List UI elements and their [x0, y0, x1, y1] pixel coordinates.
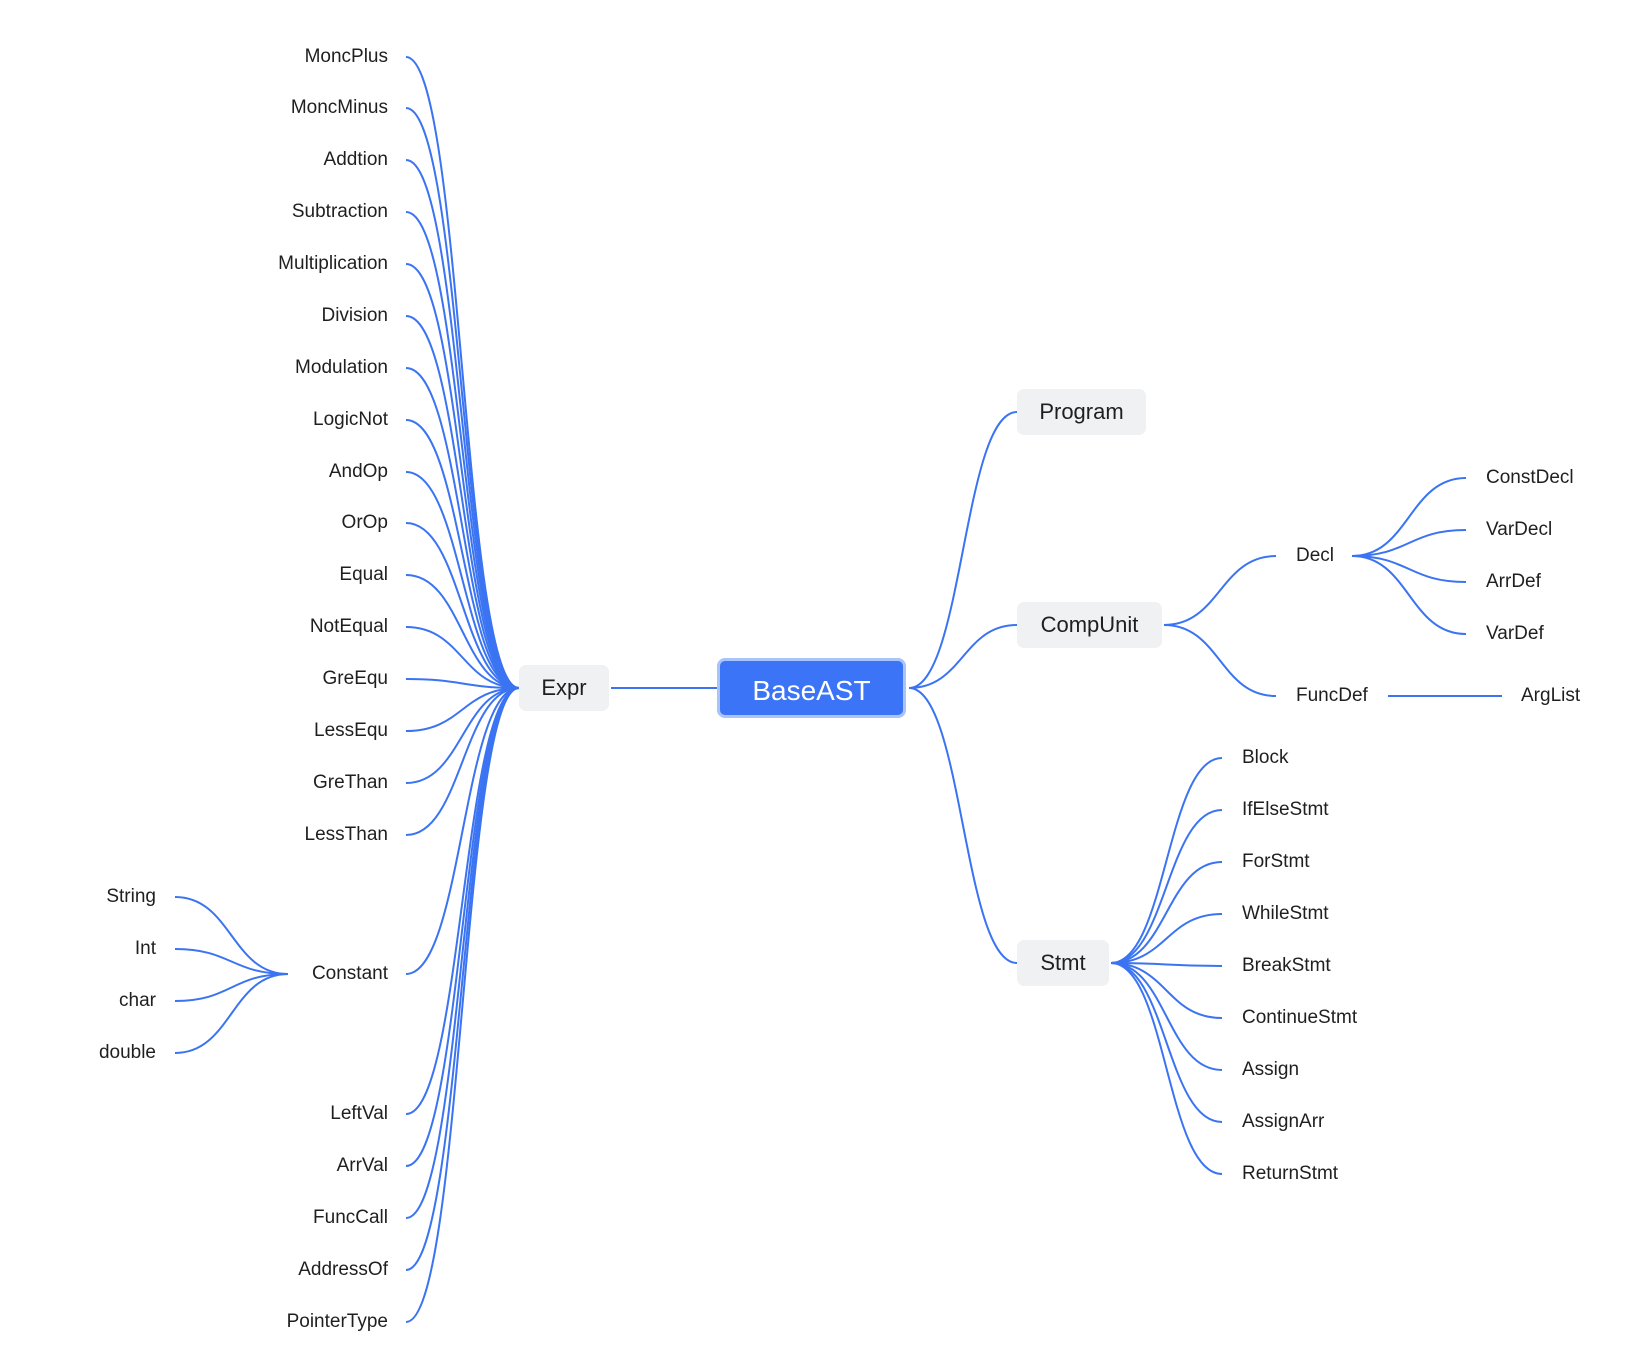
node-breakstmt[interactable]: BreakStmt — [1242, 955, 1331, 976]
edge-expr-addtion — [405, 159, 520, 689]
node-lessequ[interactable]: LessEqu — [314, 720, 388, 741]
node-string[interactable]: String — [106, 886, 156, 907]
edge-expr-notequal — [405, 626, 520, 689]
node-baseast[interactable]: BaseAST — [717, 658, 906, 718]
node-lessthan[interactable]: LessThan — [304, 824, 388, 845]
node-vardef[interactable]: VarDef — [1486, 623, 1544, 644]
edge-expr-andop — [405, 471, 520, 689]
node-funcdef[interactable]: FuncDef — [1296, 685, 1368, 706]
node-moncminus[interactable]: MoncMinus — [290, 97, 388, 118]
node-double[interactable]: double — [98, 1042, 156, 1063]
node-continuestmt[interactable]: ContinueStmt — [1242, 1007, 1358, 1028]
edge-expr-pointertype — [405, 687, 520, 1323]
node-compunit[interactable]: CompUnit — [1017, 602, 1162, 648]
node-whilestmt[interactable]: WhileStmt — [1242, 903, 1329, 924]
edge-baseast-program — [908, 411, 1018, 689]
node-expr[interactable]: Expr — [519, 665, 609, 711]
node-addtion[interactable]: Addtion — [323, 149, 388, 170]
node-char[interactable]: char — [119, 990, 156, 1011]
node-arglist[interactable]: ArgList — [1521, 685, 1581, 706]
node-constant[interactable]: Constant — [311, 963, 388, 984]
edge-decl-vardef — [1351, 555, 1467, 635]
node-vardecl[interactable]: VarDecl — [1486, 519, 1553, 540]
node-stmt[interactable]: Stmt — [1017, 940, 1109, 986]
node-subtraction[interactable]: Subtraction — [291, 201, 388, 222]
node-division[interactable]: Division — [321, 305, 388, 326]
node-block[interactable]: Block — [1242, 747, 1289, 768]
edge-expr-lessthan — [405, 687, 520, 836]
node-orop[interactable]: OrOp — [341, 512, 388, 533]
edge-expr-moncplus — [405, 56, 520, 689]
edge-expr-lessequ — [405, 687, 520, 732]
edge-stmt-returnstmt — [1110, 962, 1223, 1175]
node-modulation[interactable]: Modulation — [295, 357, 388, 378]
edge-constant-int — [174, 948, 289, 975]
node-logicnot[interactable]: LogicNot — [313, 409, 388, 430]
edge-constant-char — [174, 973, 289, 1002]
edge-expr-moncminus — [405, 107, 520, 689]
node-greequ[interactable]: GreEqu — [322, 668, 388, 689]
node-funccall[interactable]: FuncCall — [313, 1207, 388, 1228]
edge-expr-orop — [405, 522, 520, 689]
edge-baseast-compunit — [908, 624, 1018, 689]
edge-expr-subtraction — [405, 211, 520, 689]
node-notequal[interactable]: NotEqual — [309, 616, 388, 637]
node-assignarr[interactable]: AssignArr — [1242, 1111, 1325, 1132]
edge-expr-funccall — [405, 687, 520, 1219]
edge-decl-constdecl — [1351, 477, 1467, 557]
node-int[interactable]: Int — [134, 938, 156, 959]
edge-decl-vardecl — [1351, 529, 1467, 557]
node-leftval[interactable]: LeftVal — [330, 1103, 388, 1124]
node-multiplication[interactable]: Multiplication — [278, 253, 388, 274]
edge-constant-double — [174, 973, 289, 1054]
edge-expr-leftval — [405, 687, 520, 1115]
edge-expr-modulation — [405, 367, 520, 689]
node-decl[interactable]: Decl — [1296, 545, 1335, 566]
edge-compunit-funcdef — [1163, 624, 1277, 697]
edge-compunit-decl — [1163, 555, 1277, 626]
edge-expr-logicnot — [405, 419, 520, 689]
node-assign[interactable]: Assign — [1242, 1059, 1300, 1080]
node-ifelsestmt[interactable]: IfElseStmt — [1242, 799, 1329, 820]
edge-expr-multiplication — [405, 263, 520, 689]
edge-expr-addressof — [405, 687, 520, 1271]
edge-stmt-breakstmt — [1110, 962, 1223, 967]
node-program[interactable]: Program — [1017, 389, 1146, 435]
edge-stmt-assign — [1110, 962, 1223, 1071]
node-equal[interactable]: Equal — [339, 564, 388, 585]
edge-stmt-forstmt — [1110, 861, 1223, 964]
node-moncplus[interactable]: MoncPlus — [304, 46, 388, 67]
edge-expr-division — [405, 315, 520, 689]
node-returnstmt[interactable]: ReturnStmt — [1242, 1163, 1339, 1184]
edge-stmt-assignarr — [1110, 962, 1223, 1123]
edge-expr-constant — [405, 687, 520, 975]
edge-baseast-stmt — [908, 687, 1018, 964]
edge-expr-equal — [405, 574, 520, 689]
edge-constant-string — [174, 896, 289, 975]
edge-expr-greequ — [405, 678, 520, 689]
node-forstmt[interactable]: ForStmt — [1242, 851, 1310, 872]
node-pointertype[interactable]: PointerType — [286, 1311, 388, 1332]
node-arrdef[interactable]: ArrDef — [1486, 571, 1541, 592]
node-addressof[interactable]: AddressOf — [298, 1259, 388, 1280]
node-arrval[interactable]: ArrVal — [336, 1155, 388, 1176]
edge-stmt-whilestmt — [1110, 913, 1223, 964]
node-andop[interactable]: AndOp — [328, 461, 388, 482]
edge-stmt-continuestmt — [1110, 962, 1223, 1019]
node-grethan[interactable]: GreThan — [313, 772, 388, 793]
edge-stmt-ifelsestmt — [1110, 809, 1223, 964]
edge-decl-arrdef — [1351, 555, 1467, 583]
node-constdecl[interactable]: ConstDecl — [1486, 467, 1574, 488]
edge-stmt-block — [1110, 757, 1223, 964]
edge-expr-grethan — [405, 687, 520, 784]
